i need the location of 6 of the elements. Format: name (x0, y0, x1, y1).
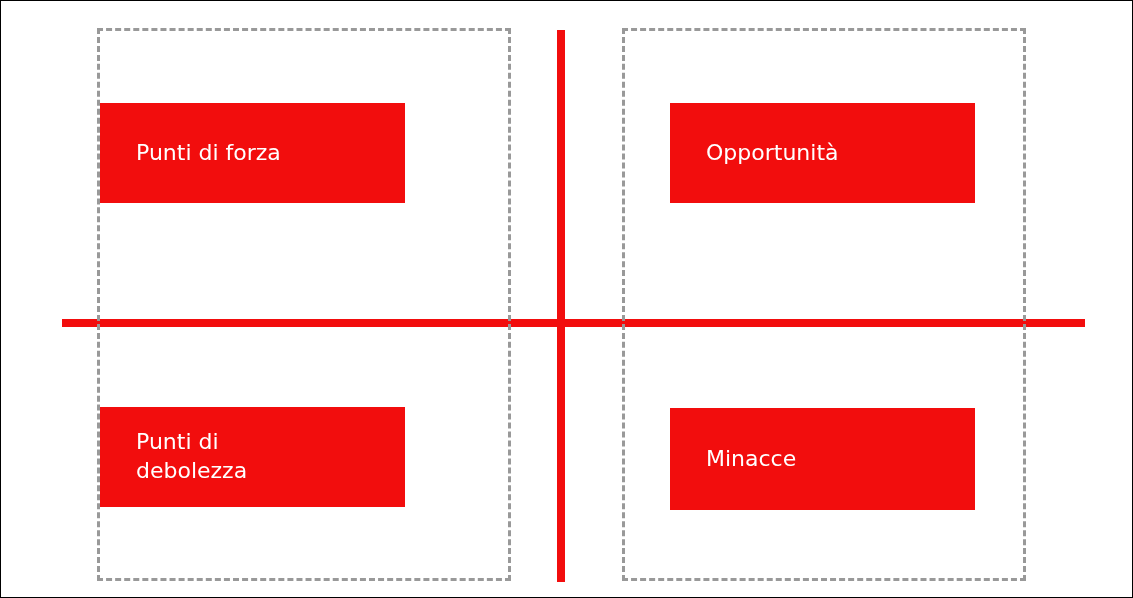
dashed-frame (97, 28, 511, 581)
quadrant-label-box: Opportunità (670, 103, 975, 203)
quadrant-label-box: Punti di debolezza (100, 407, 405, 507)
quadrant-label-box: Punti di forza (100, 103, 405, 203)
dashed-frame (622, 28, 1026, 581)
quadrant-label-box: Minacce (670, 408, 975, 510)
